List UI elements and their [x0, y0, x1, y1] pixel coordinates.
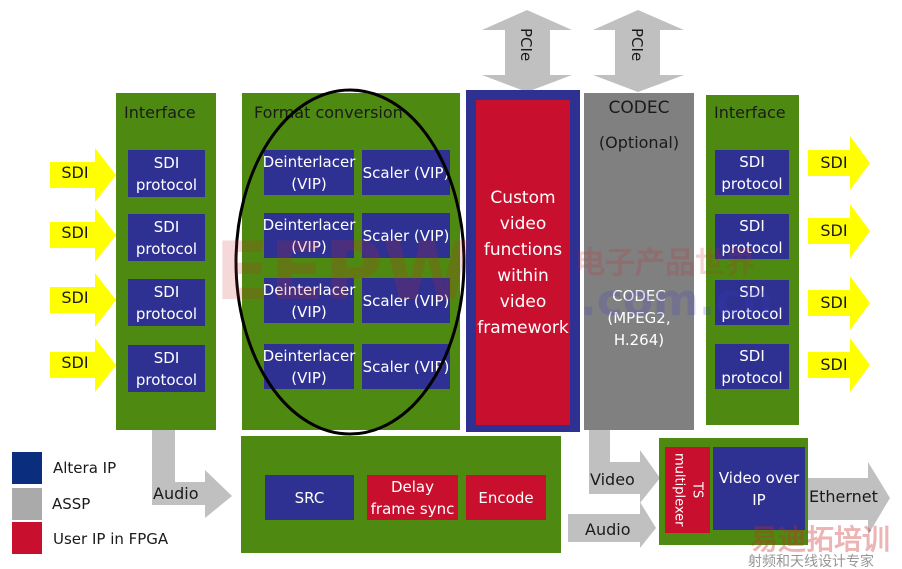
- sdi-in-arrow-3: [50, 273, 116, 327]
- scaler-block: Scaler (VIP): [362, 213, 450, 258]
- pcie-label: PCIe: [628, 28, 646, 62]
- sdi-in-arrow-2: [50, 208, 116, 262]
- sdi-protocol-block: SDI protocol: [715, 280, 789, 325]
- video-in-label: Video: [590, 470, 635, 489]
- audio-in-label: Audio: [153, 484, 199, 503]
- codec-inner-label: CODEC (MPEG2, H.264): [607, 287, 671, 349]
- sdi-in-label: SDI: [61, 223, 89, 242]
- pcie-label: PCIe: [517, 28, 535, 62]
- scaler-block: Scaler (VIP): [362, 150, 450, 195]
- sdi-in-label: SDI: [61, 288, 89, 307]
- ts-multiplexer-block: TS multiplexer: [665, 447, 710, 533]
- sdi-out-label: SDI: [820, 355, 848, 374]
- sdi-out-arrow-1: [808, 136, 870, 190]
- legend-label: ASSP: [52, 495, 91, 513]
- legend-swatch-assp: [12, 488, 42, 520]
- pcie-arrow-2: [593, 10, 684, 92]
- sdi-in-label: SDI: [61, 163, 89, 182]
- pcie-arrow-1: [482, 10, 572, 92]
- sdi-out-arrow-4: [808, 338, 870, 392]
- video-over-ip-block: Video over IP: [713, 447, 805, 530]
- legend-label: Altera IP: [53, 459, 117, 477]
- sdi-protocol-block: SDI protocol: [715, 150, 789, 195]
- deinterlacer-block: Deinterlacer (VIP): [263, 150, 355, 195]
- deinterlacer-block: Deinterlacer (VIP): [263, 213, 355, 258]
- encode-block: Encode: [466, 475, 546, 520]
- codec-subtitle: (Optional): [598, 133, 680, 152]
- format-conversion-title: Format conversion: [254, 103, 403, 122]
- ethernet-arrow: [806, 462, 890, 535]
- sdi-protocol-block: SDI protocol: [715, 344, 789, 389]
- sdi-protocol-block: SDI protocol: [128, 279, 205, 326]
- sdi-protocol-block: SDI protocol: [128, 214, 205, 261]
- scaler-block: Scaler (VIP): [362, 344, 450, 389]
- sdi-protocol-block: SDI protocol: [128, 150, 205, 197]
- audio-ts-arrow: [568, 502, 656, 548]
- deinterlacer-block: Deinterlacer (VIP): [263, 344, 355, 389]
- legend-label: User IP in FPGA: [53, 530, 169, 548]
- sdi-out-arrow-2: [808, 204, 870, 258]
- sdi-out-label: SDI: [820, 293, 848, 312]
- audio-ts-label: Audio: [585, 520, 631, 539]
- src-block: SRC: [265, 475, 354, 520]
- scaler-block: Scaler (VIP): [362, 278, 450, 323]
- legend-swatch-altera: [12, 452, 42, 484]
- right-interface-title: Interface: [714, 103, 786, 122]
- deinterlacer-block: Deinterlacer (VIP): [263, 278, 355, 323]
- ethernet-label: Ethernet: [809, 487, 878, 506]
- legend-swatch-user-ip: [12, 522, 42, 554]
- custom-video-block: Custom video functions within video fram…: [476, 100, 570, 425]
- codec-block: CODEC (Optional) CODEC (MPEG2, H.264): [584, 93, 694, 430]
- left-interface-title: Interface: [124, 103, 196, 122]
- audio-in-arrow: [152, 430, 232, 518]
- sdi-in-arrow-4: [50, 338, 116, 392]
- sdi-protocol-block: SDI protocol: [128, 345, 205, 392]
- sdi-in-label: SDI: [61, 353, 89, 372]
- sdi-out-label: SDI: [820, 153, 848, 172]
- video-arrow: [589, 430, 660, 503]
- sdi-out-arrow-3: [808, 276, 870, 330]
- codec-title: CODEC: [608, 98, 670, 118]
- sdi-in-arrow-1: [50, 148, 116, 202]
- sdi-out-label: SDI: [820, 221, 848, 240]
- sdi-protocol-block: SDI protocol: [715, 214, 789, 259]
- delay-frame-sync-block: Delay frame sync: [367, 475, 458, 520]
